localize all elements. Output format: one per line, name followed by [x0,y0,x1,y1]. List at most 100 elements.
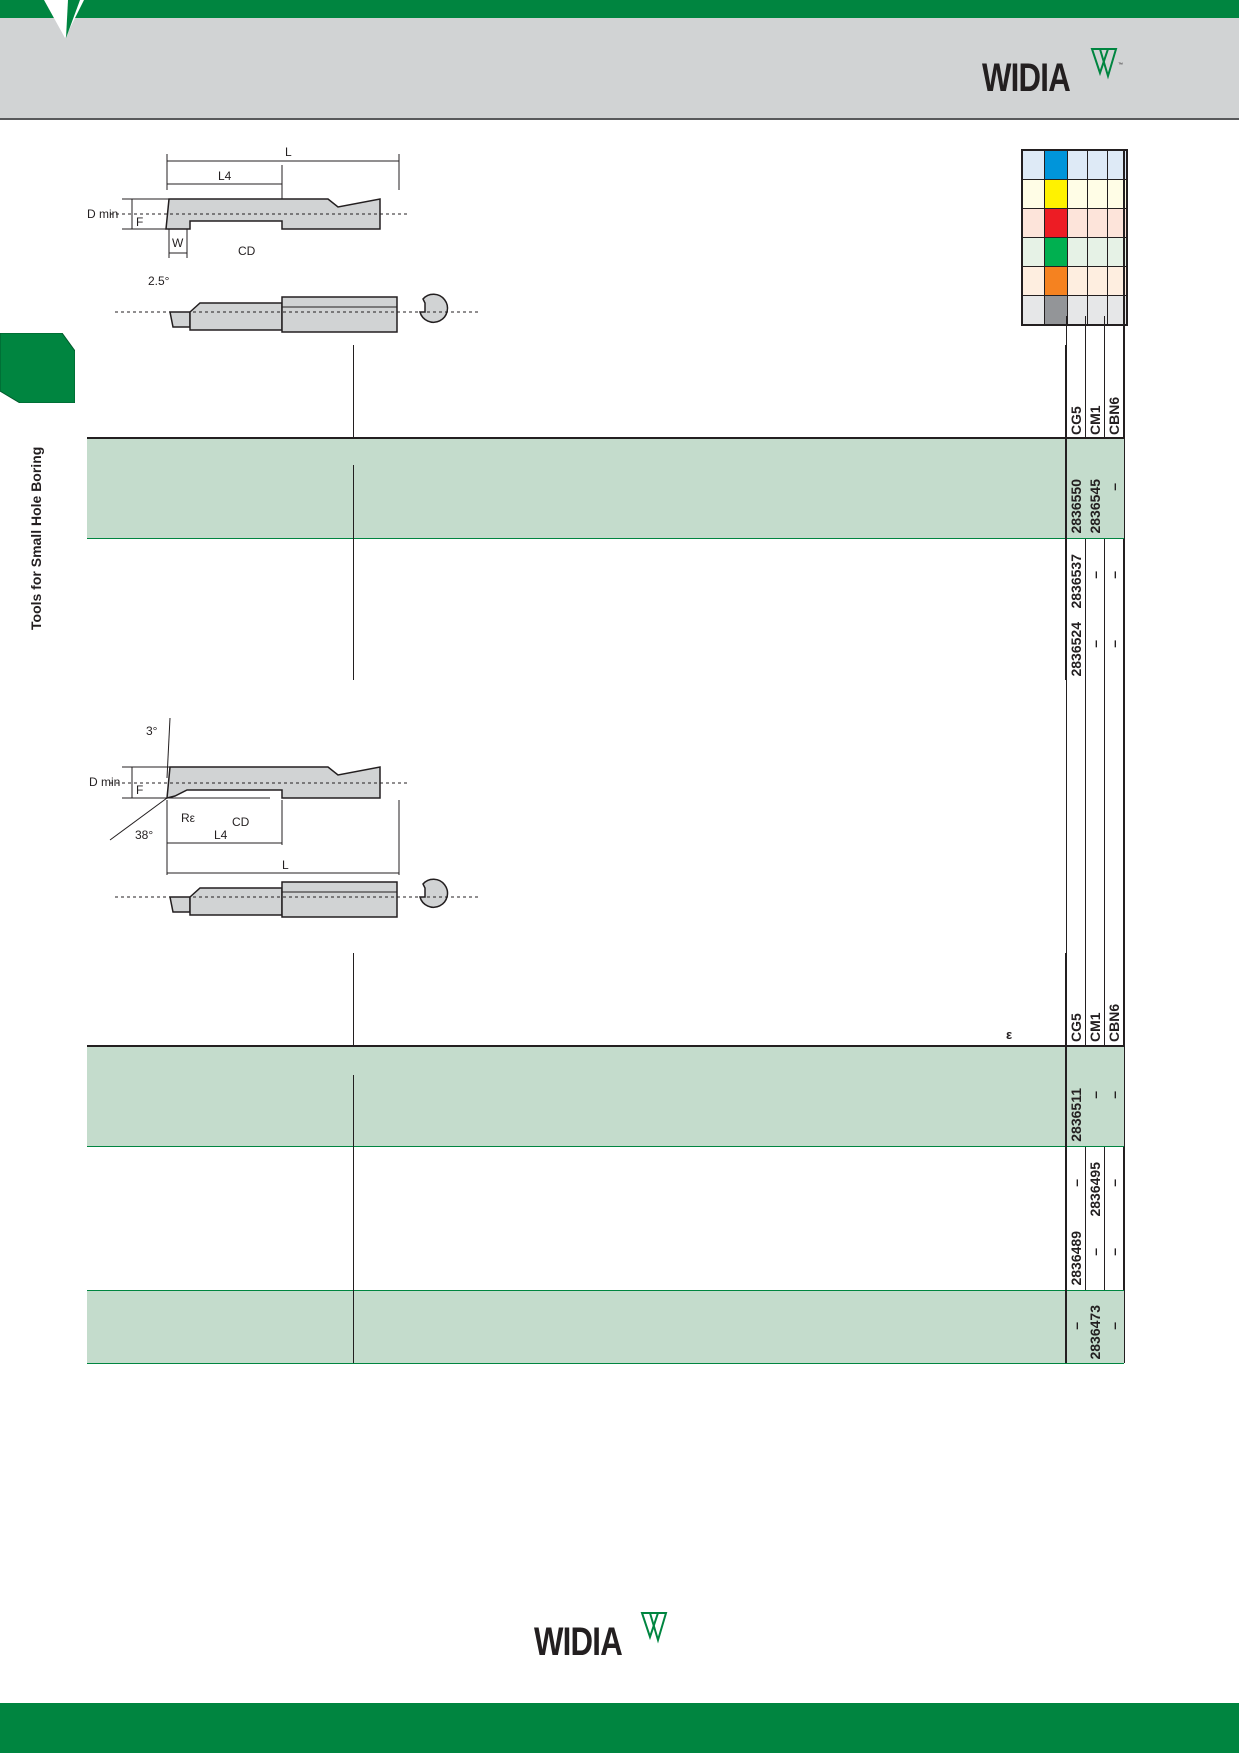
catalog-number-cell: – [1067,1292,1085,1360]
catalog-number: 2836511 [1068,1088,1084,1142]
catalog-number: – [1106,483,1122,491]
material-group-row [1023,151,1126,180]
grade-header-cbn6: CBN6 [1106,396,1122,435]
dim-L4: L4 [218,169,232,183]
section-tab [0,333,75,403]
material-group-row [1023,296,1126,326]
dim-CD: CD [232,815,250,829]
material-cell [1023,180,1045,208]
table-right-border [1123,149,1125,1363]
footer-logo: WIDIA [534,1620,647,1665]
column-divider [1104,316,1105,1363]
material-cell [1068,209,1088,237]
catalog-number-cell: 2836550 [1067,440,1085,534]
tool-diagram-1: L L4 D min F W CD 2.5° [87,145,480,333]
dim-Re: Rε [181,811,196,825]
catalog-number-cell: – [1105,1149,1123,1217]
catalog-number-cell: – [1086,611,1104,677]
material-cell [1108,180,1126,208]
catalog-number: – [1087,1248,1103,1256]
material-color-swatch [1045,209,1068,237]
header-divider [353,953,354,1046]
material-group-row [1023,209,1126,238]
material-cell [1088,209,1108,237]
catalog-number: – [1106,571,1122,579]
logo-text: WIDIA [982,56,1071,100]
catalog-number: – [1106,1248,1122,1256]
dim-L: L [282,858,289,872]
top-green-bar [0,0,1239,18]
material-color-swatch [1045,180,1068,208]
catalog-number-cell: 2836489 [1067,1218,1085,1286]
body-divider [353,465,354,680]
material-cell [1108,209,1126,237]
catalog-number-cell: 2836511 [1067,1048,1085,1142]
catalog-number-cell: – [1105,1292,1123,1360]
table1-row-band [87,438,1124,538]
catalog-number: – [1106,1179,1122,1187]
material-cell [1108,267,1126,295]
material-cell [1068,267,1088,295]
dim-CD: CD [238,244,256,258]
row-rule [87,1146,1124,1147]
dim-Dmin: D min [89,775,120,789]
catalog-number: – [1087,640,1103,648]
column-divider [1085,316,1086,1363]
catalog-number-cell: 2836495 [1086,1149,1104,1217]
catalog-number-cell: 2836524 [1067,611,1085,677]
data-left-rule [1065,345,1067,680]
catalog-number-cell: – [1067,1149,1085,1217]
dim-F: F [136,783,143,797]
body-divider [353,1075,354,1363]
corner-notch-icon [44,0,84,38]
section-label: Tools for Small Hole Boring [28,446,44,630]
catalog-number-cell: – [1086,541,1104,609]
dim-L4: L4 [214,828,228,842]
material-color-swatch [1045,296,1068,324]
material-cell [1108,238,1126,266]
header-logo: WIDIA [982,56,1095,101]
header-divider [353,345,354,438]
catalog-number: – [1068,1322,1084,1330]
material-cell [1068,151,1088,179]
tool-diagram-2: 3° D min F Rε CD 38° L4 L [89,717,480,918]
table1-header-rule [87,437,1124,439]
material-group-row [1023,267,1126,296]
material-cell [1088,238,1108,266]
material-group-legend [1021,149,1128,326]
data-left-rule [1065,953,1067,1363]
catalog-number: – [1068,1179,1084,1187]
catalog-number-cell: 2836473 [1086,1292,1104,1360]
material-cell [1088,267,1108,295]
catalog-number: – [1106,1091,1122,1099]
catalog-number: 2836537 [1068,554,1084,609]
grade-header-cm1: CM1 [1087,405,1103,435]
material-color-swatch [1045,151,1068,179]
material-cell [1088,296,1108,324]
dim-angle-top: 3° [146,724,158,738]
bottom-green-bar [0,1703,1239,1753]
catalog-number-cell: – [1105,611,1123,677]
material-cell [1023,296,1045,324]
material-cell [1068,296,1088,324]
material-cell [1088,180,1108,208]
material-color-swatch [1045,267,1068,295]
catalog-number: – [1087,571,1103,579]
catalog-number: 2836550 [1068,479,1084,534]
dim-L: L [285,145,292,159]
material-cell [1023,151,1045,179]
dim-F: F [136,215,143,229]
logo-text: WIDIA [534,1620,623,1664]
material-group-row [1023,180,1126,209]
catalog-number-cell: – [1105,1048,1123,1142]
grade-header-cg5: CG5 [1068,1013,1084,1042]
material-cell [1108,151,1126,179]
row-rule [87,1290,1124,1291]
catalog-number: 2836489 [1068,1231,1084,1286]
material-color-swatch [1045,238,1068,266]
grade-header-cbn6: CBN6 [1106,1003,1122,1042]
catalog-number-cell: – [1105,541,1123,609]
catalog-number: 2836545 [1087,479,1103,534]
material-cell [1088,151,1108,179]
